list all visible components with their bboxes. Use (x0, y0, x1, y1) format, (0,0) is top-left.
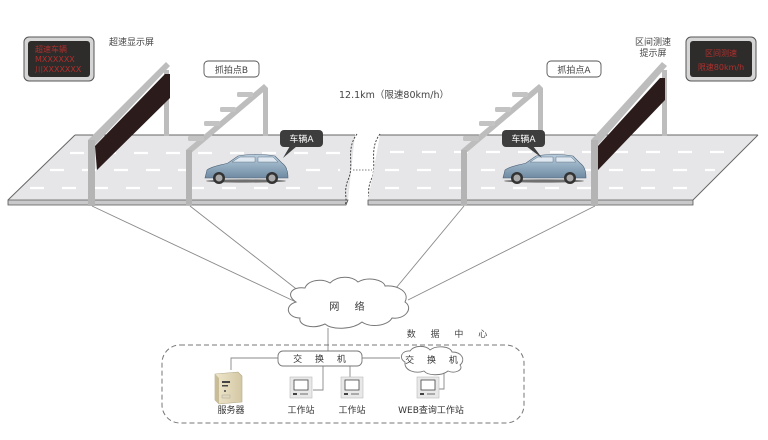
data-center: 数 据 中 心 交 换 机 交 换 机 服务器 (161, 328, 525, 424)
sign-line-2: MXXXXXX (35, 55, 75, 64)
workstation-2-label: 工作站 (338, 404, 365, 416)
checkpoint-a-label: 抓拍点A (546, 60, 602, 78)
switch-main-label: 交 换 机 (293, 353, 351, 365)
checkpoint-b-gantry (186, 84, 268, 205)
sign-line-1: 超速车辆 (35, 44, 67, 54)
vehicle-right (502, 154, 587, 184)
vehicle-left (204, 154, 289, 184)
web-workstation-icon (416, 376, 440, 399)
switch-main: 交 换 机 (277, 350, 363, 367)
left-display-gantry (88, 62, 170, 206)
overspeed-display-caption: 超速显示屏 (109, 36, 154, 48)
workstation-1-label: 工作站 (287, 404, 314, 416)
interval-speed-prompt-sign: 区间测速 限速80km/h (685, 36, 757, 82)
cameras-b (188, 92, 253, 141)
svg-text:抓拍点A: 抓拍点A (557, 64, 591, 76)
callout-vehicle-left: 车辆A (280, 130, 323, 158)
callout-vehicle-right: 车辆A (502, 130, 545, 158)
switch-cloud-label: 交 换 机 (405, 354, 463, 366)
server-icon (214, 371, 243, 405)
network-label: 网 络 (329, 300, 370, 313)
callout-text-left: 车辆A (289, 133, 314, 145)
display-board-right (598, 78, 665, 170)
data-center-links (230, 357, 445, 391)
svg-text:抓拍点B: 抓拍点B (215, 64, 248, 76)
web-workstation-label: WEB查询工作站 (398, 404, 464, 416)
prompt-caption-2: 提示屏 (639, 48, 666, 59)
sign-right-line-1: 区间测速 (705, 49, 737, 58)
workstation-2-icon (340, 376, 364, 399)
checkpoint-b-label: 抓拍点B (203, 60, 260, 78)
right-display-gantry (591, 62, 667, 206)
data-center-title: 数 据 中 心 (407, 328, 494, 340)
checkpoint-a-gantry (461, 84, 543, 205)
network-links (91, 205, 596, 352)
lane-markings-left (30, 151, 340, 190)
callout-text-right: 车辆A (511, 133, 536, 145)
display-board-left (95, 74, 170, 170)
cameras-a (463, 92, 528, 141)
prompt-caption-1: 区间测速 (635, 36, 671, 48)
distance-speed-limit-label: 12.1km（限速80km/h） (339, 89, 449, 101)
switch-cloud: 交 换 机 (400, 345, 464, 376)
sign-right-line-2: 限速80km/h (698, 63, 744, 72)
network-cloud: 网 络 (287, 276, 410, 329)
workstation-1-icon (289, 376, 313, 399)
server-label: 服务器 (217, 404, 244, 416)
sign-line-3: 川XXXXXXX (35, 65, 82, 74)
overspeed-display-sign: 超速车辆 MXXXXXX 川XXXXXXX (23, 36, 95, 82)
